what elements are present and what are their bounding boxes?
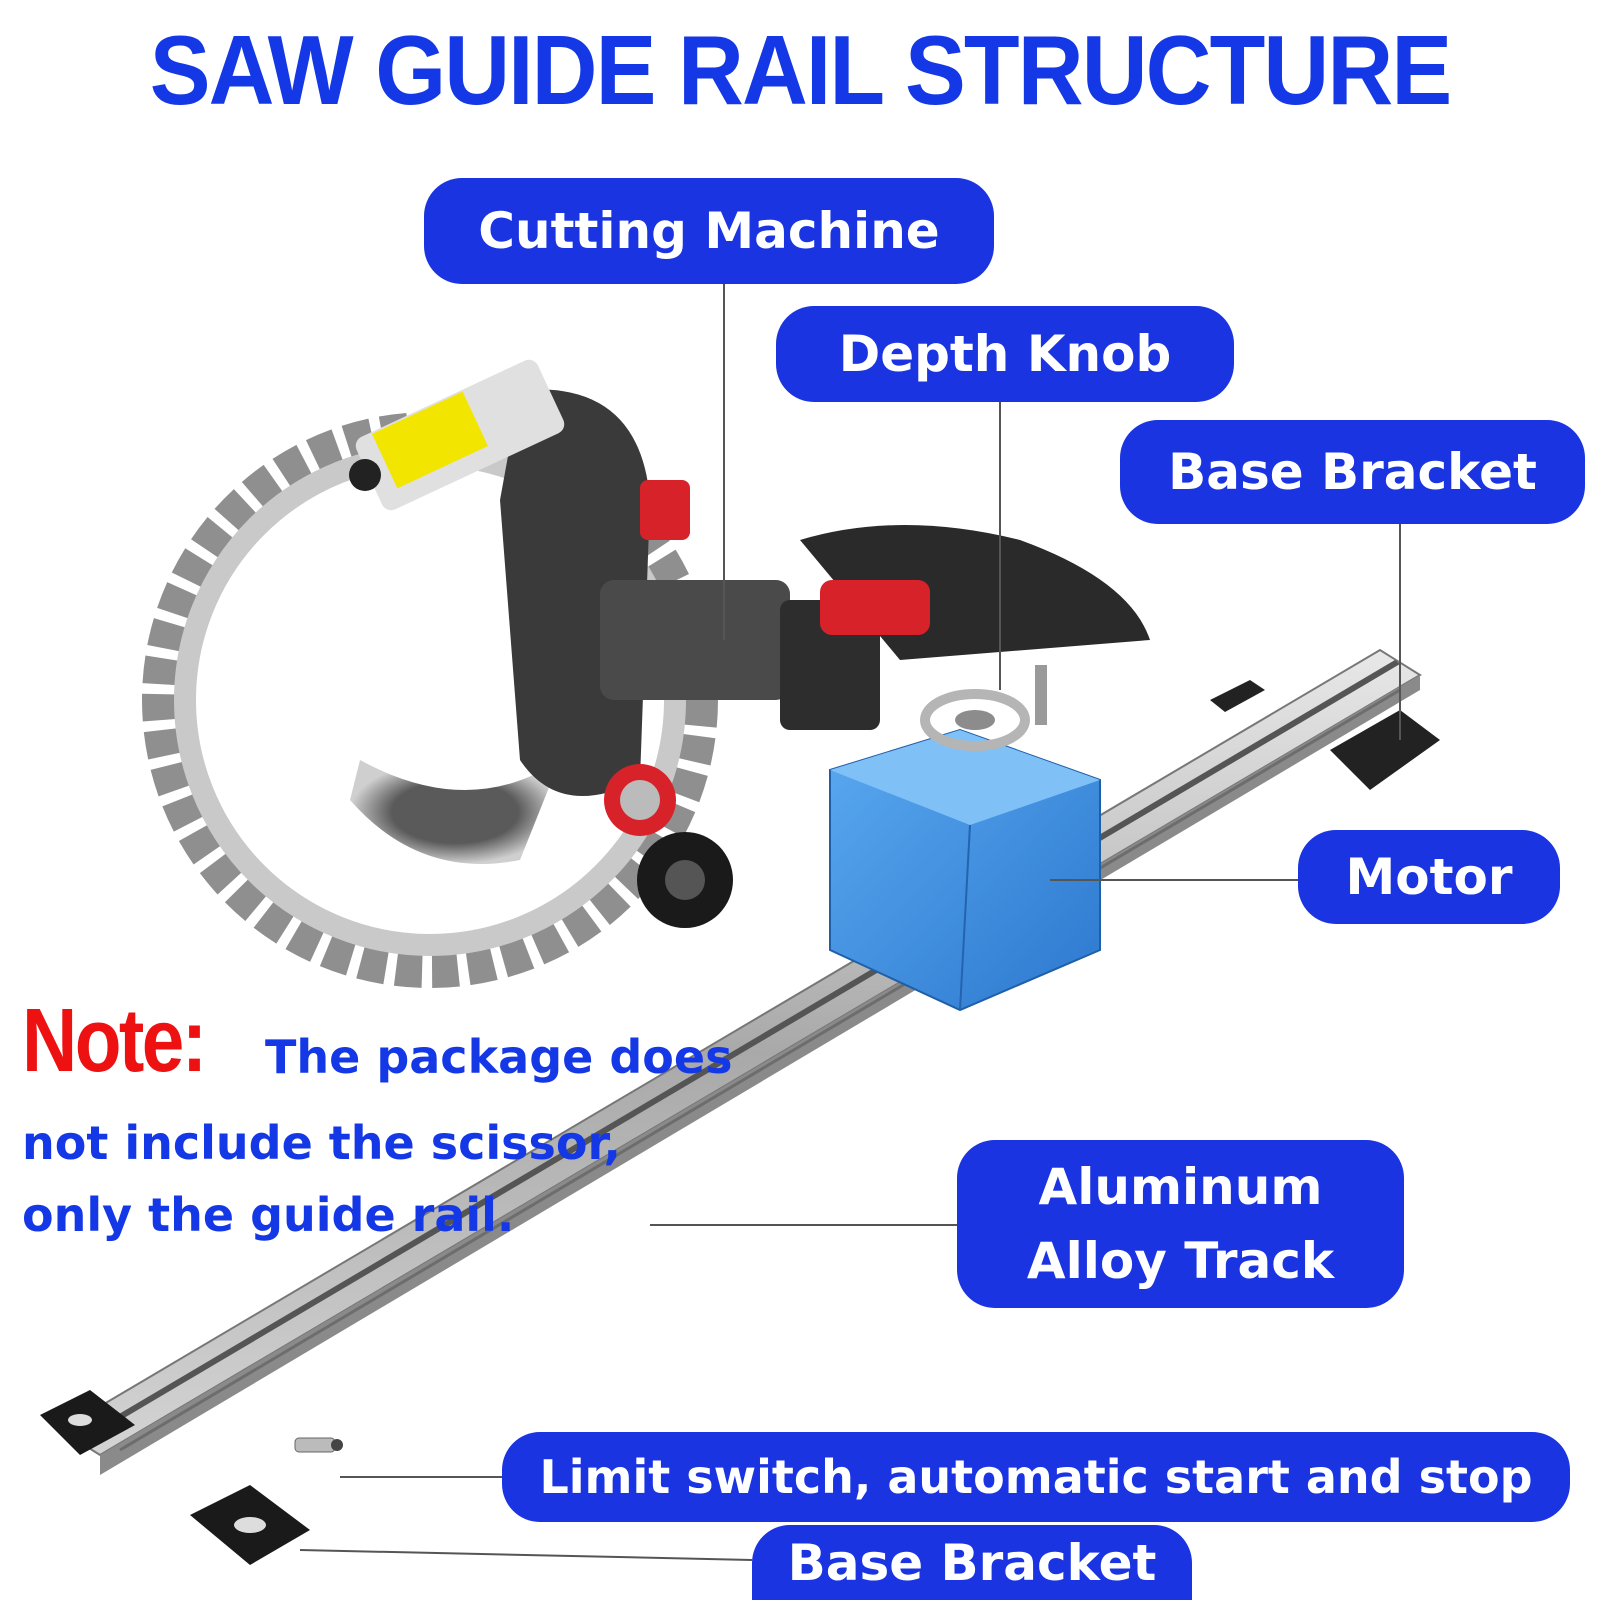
label-depth-knob-text: Depth Knob xyxy=(838,325,1172,383)
label-base-bracket-top: Base Bracket xyxy=(1120,420,1585,524)
label-base-bracket-bottom: Base Bracket xyxy=(752,1525,1192,1600)
label-base-bracket-bottom-text: Base Bracket xyxy=(787,1533,1157,1592)
cutting-machine-body xyxy=(349,359,1150,928)
label-aluminum-track-line2: Alloy Track xyxy=(1026,1232,1335,1290)
note-heading: Note: xyxy=(22,991,207,1091)
note-line-1: The package does xyxy=(265,1030,733,1084)
limit-switch-part xyxy=(294,1437,343,1453)
page-title: SAW GUIDE RAIL STRUCTURE xyxy=(149,15,1452,125)
label-limit-switch: Limit switch, automatic start and stop xyxy=(502,1432,1570,1522)
label-aluminum-track-line1: Aluminum xyxy=(1038,1158,1323,1216)
note-line-2: not include the scissor, xyxy=(22,1116,621,1170)
base-bracket-bottom-part xyxy=(40,1390,310,1565)
label-cutting-machine: Cutting Machine xyxy=(424,178,994,284)
motor-box xyxy=(829,728,1101,1012)
guide-rail xyxy=(58,648,1422,1475)
leader-lines xyxy=(299,283,1401,1561)
note-line-3: only the guide rail. xyxy=(22,1188,515,1242)
label-depth-knob: Depth Knob xyxy=(776,306,1234,402)
depth-knob-part xyxy=(920,665,1047,751)
label-cutting-machine-text: Cutting Machine xyxy=(478,202,940,260)
label-base-bracket-top-text: Base Bracket xyxy=(1168,443,1537,501)
label-aluminum-alloy-track: Aluminum Alloy Track xyxy=(957,1140,1404,1308)
label-limit-switch-text: Limit switch, automatic start and stop xyxy=(539,1450,1533,1504)
label-motor-text: Motor xyxy=(1345,848,1513,906)
base-bracket-top-part xyxy=(1210,680,1440,790)
label-motor: Motor xyxy=(1298,830,1560,924)
